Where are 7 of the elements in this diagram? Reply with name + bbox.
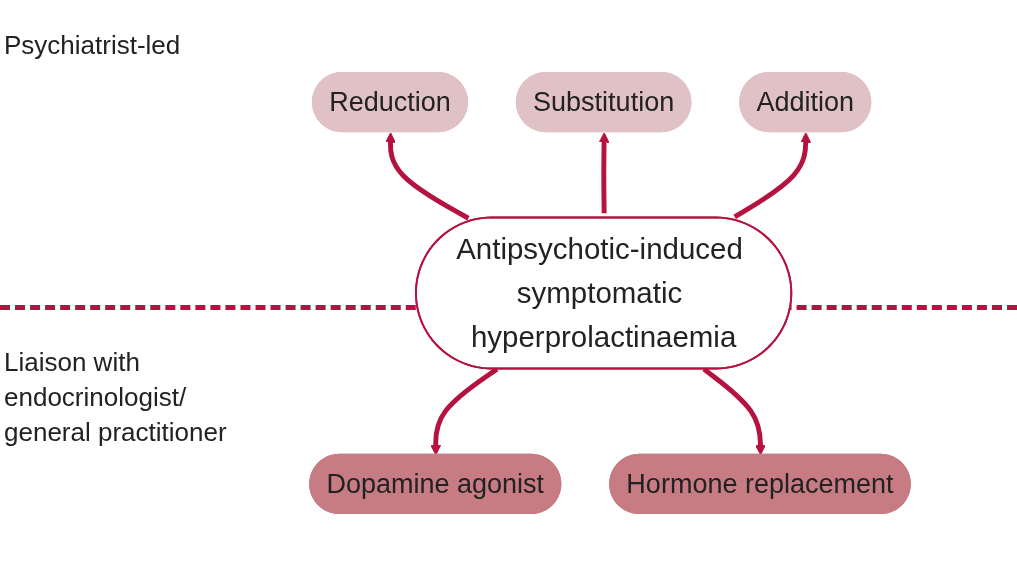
- arrow: [385, 132, 470, 221]
- arrow: [702, 367, 766, 456]
- arrow: [598, 132, 610, 214]
- section-label: Liaison with endocrinologist/ general practitioner: [4, 346, 228, 450]
- arrow: [733, 132, 812, 219]
- section-label: Psychiatrist-led: [4, 30, 181, 61]
- arrow: [430, 367, 499, 456]
